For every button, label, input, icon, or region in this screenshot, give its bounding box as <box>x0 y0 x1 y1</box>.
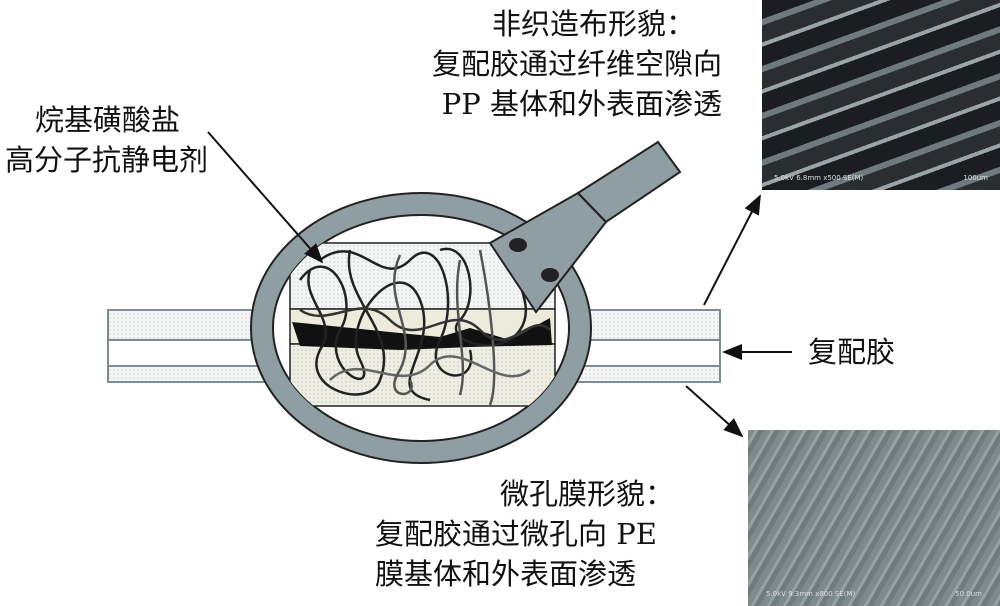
antistatic-arrow <box>207 131 324 264</box>
membrane-arrow <box>685 385 744 438</box>
membrane-line1: 复配胶通过微孔向 PE <box>375 517 657 551</box>
membrane-title: 微孔膜形貌： <box>500 477 675 511</box>
sem-scale: 100um <box>963 174 988 182</box>
magnifier-handle <box>488 140 682 314</box>
glue-label: 复配胶 <box>808 335 896 369</box>
nonwoven-line2: PP 基体和外表面渗透 <box>441 87 722 121</box>
nonwoven-sem-image: 5.0kV 6.8mm x500 SE(M) 100um <box>762 0 1000 190</box>
sem-caption: 5.0kV 6.8mm x500 SE(M) <box>774 174 864 182</box>
antistatic-line2: 高分子抗静电剂 <box>5 143 209 177</box>
membrane-sem-image: 5.0kV 9.3mm x800 SE(M) 50.0um <box>748 430 1000 606</box>
sem-scale: 50.0um <box>955 590 982 598</box>
magnifier-ring <box>251 193 591 463</box>
magnified-cross-section <box>289 242 556 407</box>
nonwoven-title: 非织造布形貌： <box>492 7 696 41</box>
nonwoven-line1: 复配胶通过纤维空隙向 <box>431 47 722 81</box>
antistatic-line1: 烷基磺酸盐 <box>35 103 181 137</box>
sem-caption: 5.0kV 9.3mm x800 SE(M) <box>766 590 856 598</box>
nonwoven-arrow <box>703 194 761 306</box>
membrane-line2: 膜基体和外表面渗透 <box>375 557 637 591</box>
